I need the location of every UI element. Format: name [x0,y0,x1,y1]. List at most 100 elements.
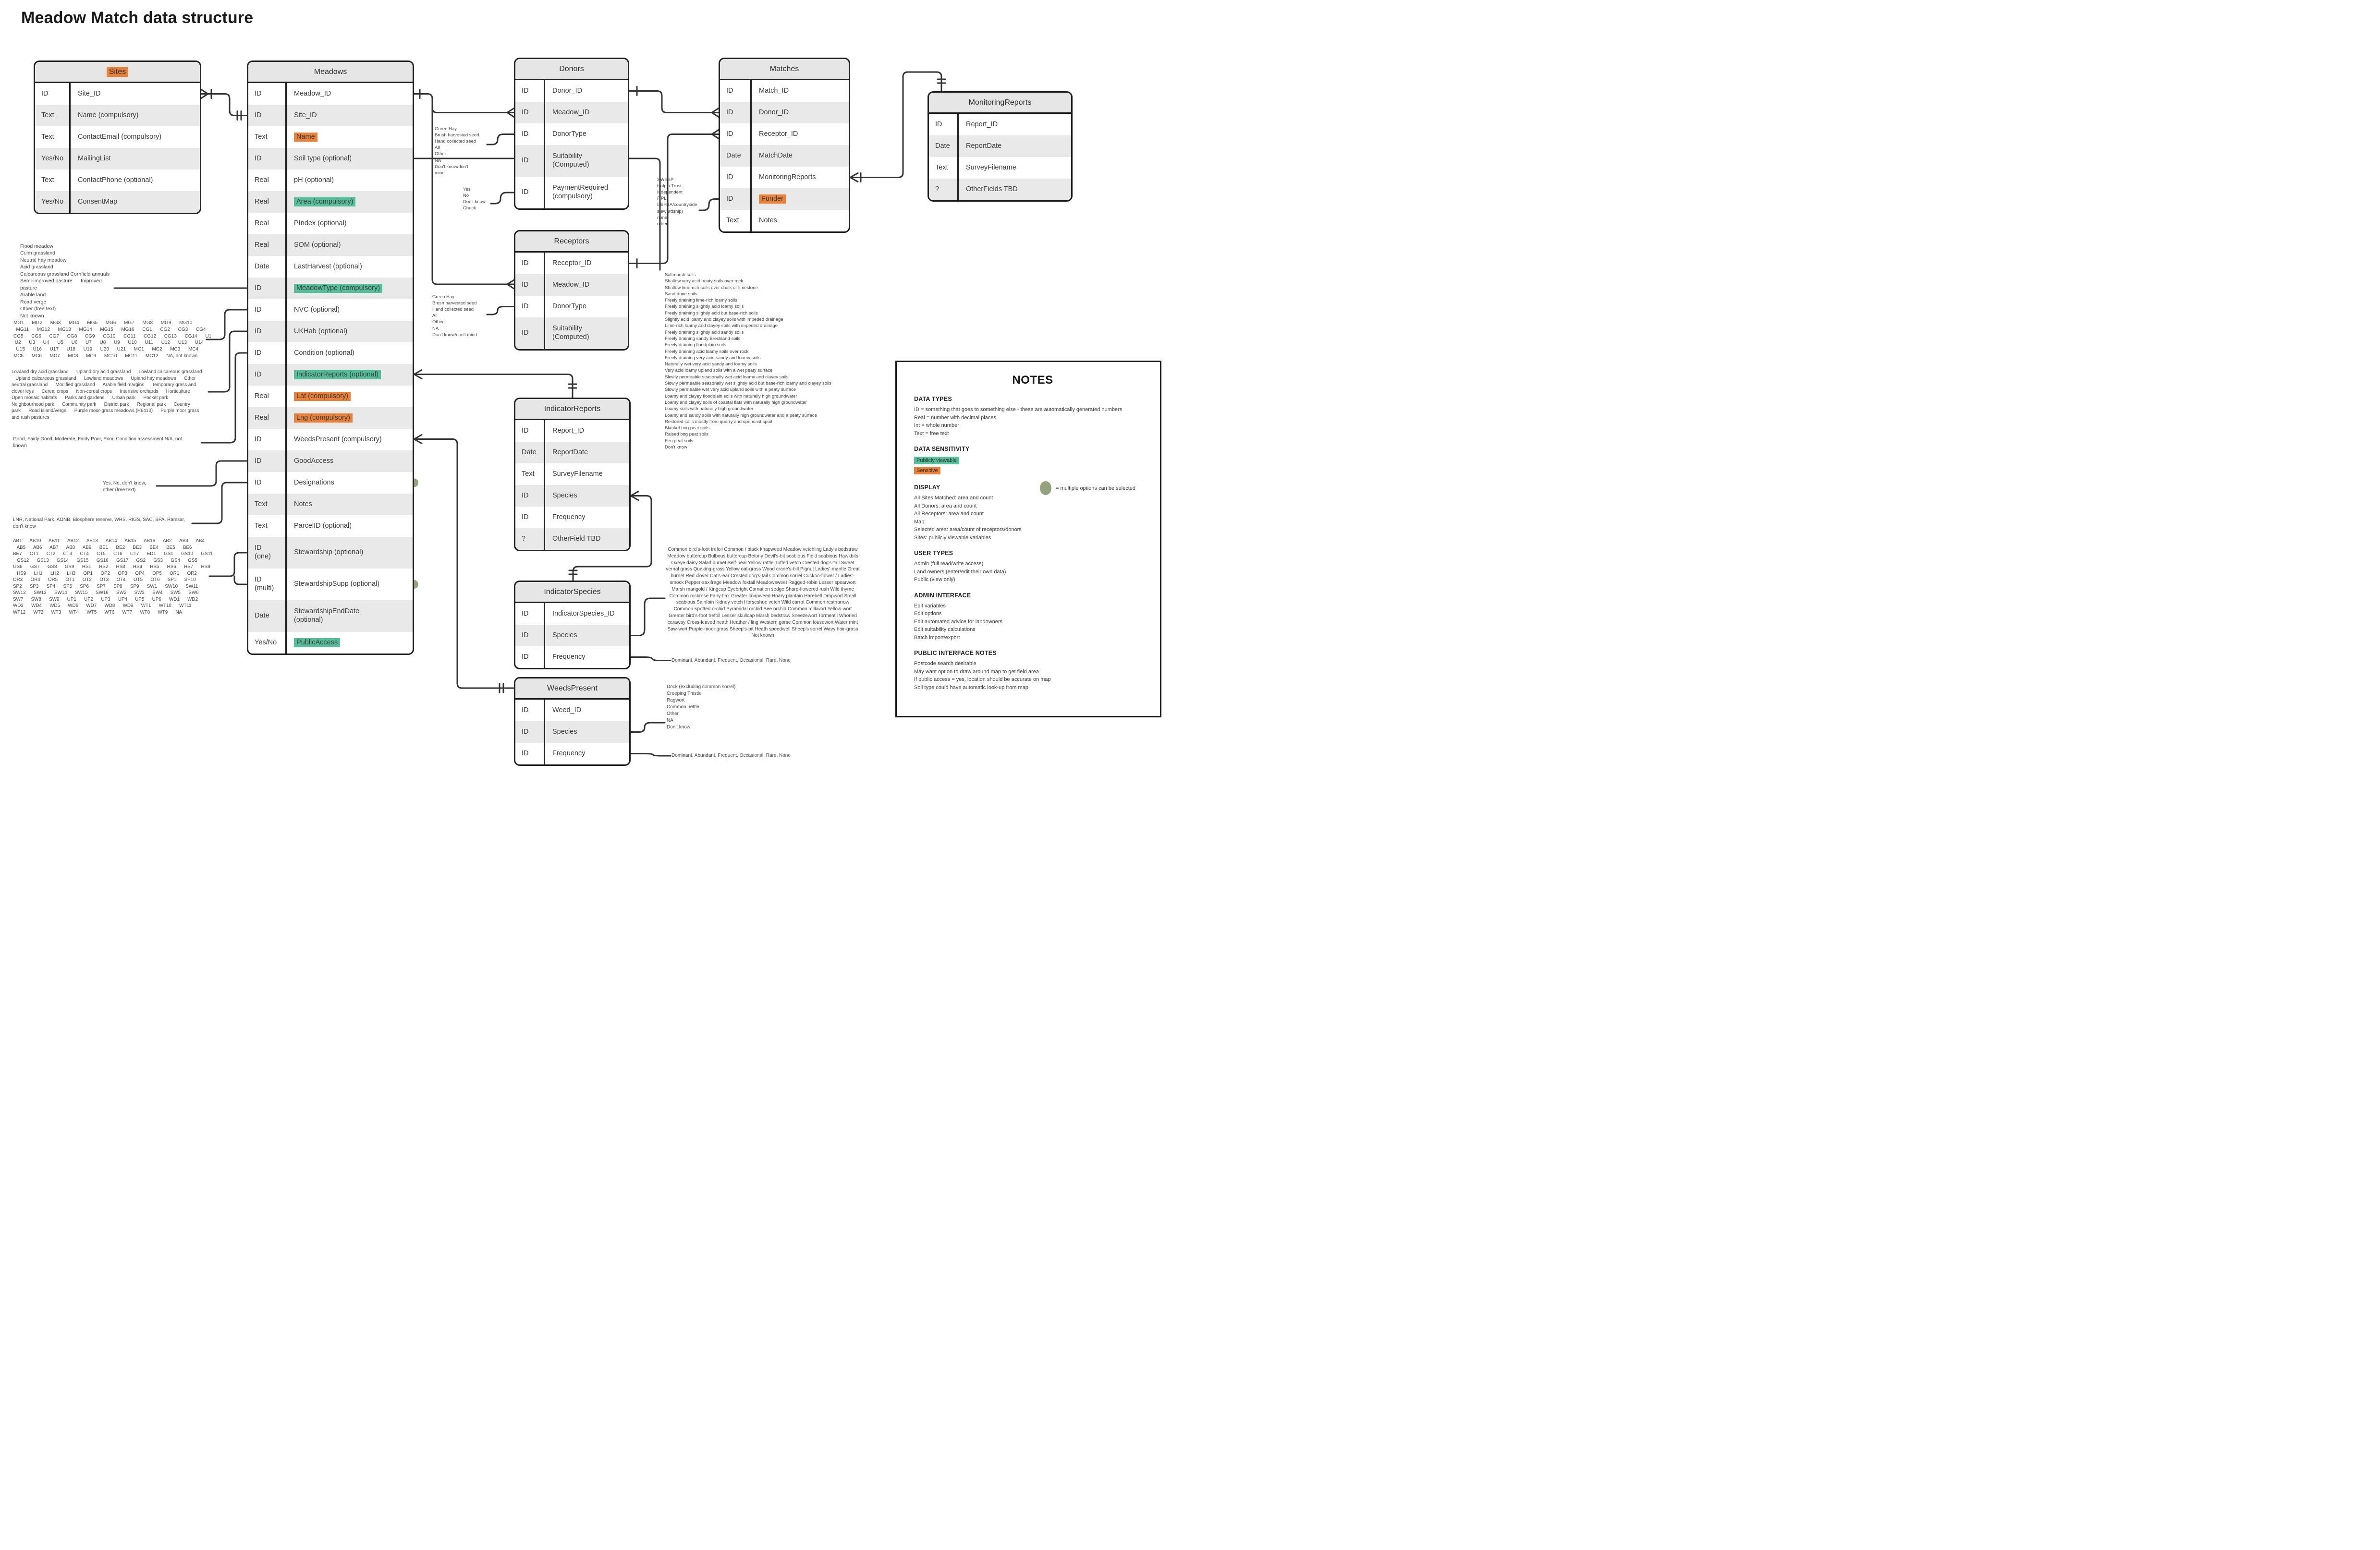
weed-species-options-list: Dock (excluding common sorrel) Creeping … [667,684,736,730]
field-type: ID [35,83,71,105]
field-type: Real [248,213,287,234]
notes-data-types-section: DATA TYPES ID = something that goes to s… [914,396,1151,437]
field-name: Area (compulsory) [287,191,413,213]
field-name: Frequency [552,653,586,661]
field-type: ID [515,485,545,507]
field-type: ? [929,179,959,200]
field-type: Real [248,407,287,429]
meadow-type-options-list: Flood meadow Culm grassland Neutral hay … [20,243,110,319]
field-type: Text [248,126,287,148]
field-type: Text [35,126,71,148]
field-name: Lng (compulsory) [287,407,413,429]
notes-user-types-lines: Admin (full read/write access) Land owne… [914,561,1006,582]
field-name: Donor_ID [552,86,583,95]
field-name: MonitoringReports [759,173,816,181]
field-name: OtherField TBD [552,534,601,543]
field-type: ID [248,278,287,299]
field-type: ID (multi) [248,569,287,600]
notes-multi-option-legend: = multiple options can be selected [1040,481,1135,495]
field-name: pH (optional) [294,176,334,184]
field-name: DonorType [552,130,586,138]
field-name: NVC (optional) [294,305,340,314]
table-sites-title: Sites [106,67,129,77]
field-type: Text [929,157,959,179]
table-row: ID Frequency [515,646,629,668]
field-name: Meadow_ID [552,108,590,116]
field-name: MailingList [78,154,111,162]
field-name: PublicAccess [287,632,413,654]
field-type: ID [515,80,545,102]
field-type: ID [515,102,545,123]
field-name: UKHab (optional) [294,327,348,335]
field-type: ID [248,472,287,494]
field-type: ID [515,625,545,646]
field-name: ContactEmail (compulsory) [78,133,162,141]
table-weeds-present-title: WeedsPresent [547,684,598,692]
indicator-frequency-options: Dominant, Abundant, Frequent, Occasional… [671,658,791,663]
field-name: Funder [752,188,849,210]
field-name: Report_ID [966,120,998,128]
funder-options-list: SWEEP Halpin Trust Independent FiPL DEFR… [657,177,697,227]
field-name: Frequency [552,749,586,757]
field-type: Text [720,210,752,231]
table-meadows-header: Meadows [248,62,413,83]
notes-display-lines: All Sites Matched: area and count All Do… [914,495,1022,541]
good-access-options-list: Yes, No, don't know, other (free text) [103,481,146,493]
table-indicator-reports-title: IndicatorReports [544,404,601,413]
field-name: Meadow_ID [294,89,331,97]
field-type: ? [515,528,545,550]
notes-user-types-heading: USER TYPES [914,550,953,557]
field-name: Site_ID [294,111,317,119]
soil-type-options-list: Saltmarsh soils Shallow very acid peaty … [665,272,831,450]
field-name: Name (compulsory) [78,111,139,119]
table-matches-header: Matches [720,59,849,80]
field-type: ID [248,83,287,105]
notes-data-sensitivity-section: DATA SENSITIVITY Publicly viewable Sensi… [914,446,1151,476]
ukhab-options-list: Lowland dry acid grassland Upland dry ac… [12,369,202,420]
field-type: ID [720,123,752,145]
field-name: Designations [294,478,334,486]
field-name: Lat (compulsory) [287,386,413,407]
field-name: DonorType [552,302,586,310]
notes-admin-interface-lines: Edit variables Edit options Edit automat… [914,603,1003,641]
table-row: ID Meadow_ID [515,102,628,123]
table-receptors-title: Receptors [554,237,589,245]
field-name: ContactPhone (optional) [78,176,153,184]
field-name: MeadowType (compulsory) [287,278,413,299]
field-type: ID [515,507,545,528]
field-type: ID [515,646,545,668]
table-donors-header: Donors [515,59,628,80]
field-name: OtherFields TBD [966,185,1018,193]
field-name: Species [552,631,577,639]
receptor-donor-type-options-list: Green Hay Brush harvested seed Hand coll… [432,294,477,338]
table-indicator-species-title: IndicatorSpecies [544,587,601,596]
table-row: ID (multi)StewardshipSupp (optional) [248,569,413,600]
field-type: ID [515,253,545,274]
payment-required-options-list: Yes No Don't know Check [463,187,486,211]
field-type: ID [515,177,545,208]
